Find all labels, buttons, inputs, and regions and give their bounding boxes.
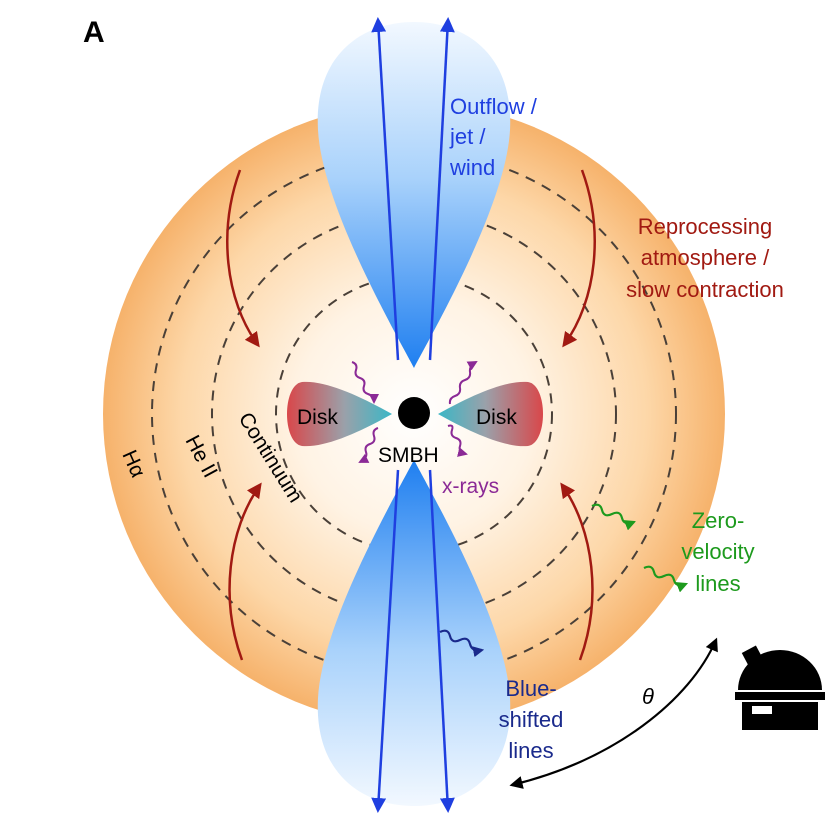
- accretion-disk-left: [287, 381, 392, 447]
- outflow-jet-bottom: [317, 460, 511, 806]
- viewing-angle-arc: [509, 637, 718, 789]
- zero-velocity-label-line-3: lines: [695, 571, 740, 596]
- blue-shifted-label-line-3: lines: [508, 738, 553, 763]
- blue-shifted-label-line-2: shifted: [499, 707, 564, 732]
- disk-label-left: Disk: [297, 406, 338, 429]
- zero-velocity-label-line-2: velocity: [681, 539, 754, 564]
- jet-arrow-top-right: [428, 17, 455, 361]
- zero-velocity-squiggle-lower: [643, 565, 689, 593]
- outflow-label-line-2: jet /: [449, 124, 486, 149]
- outflow-label-line-3: wind: [449, 155, 495, 180]
- contraction-arrow-top-left: [226, 169, 260, 348]
- reprocessing-label: Reprocessing atmosphere / slow contracti…: [626, 214, 784, 302]
- blue-shifted-squiggle: [439, 629, 485, 658]
- zero-velocity-label-line-1: Zero-: [692, 508, 745, 533]
- smbh-black-hole: [398, 397, 430, 429]
- observatory-dome-icon: [735, 645, 825, 730]
- disk-label-right: Disk: [476, 406, 517, 429]
- contraction-arrow-top-right: [562, 169, 596, 348]
- accretion-disk-right: [438, 381, 543, 447]
- outflow-jet-top: [317, 22, 511, 368]
- xray-squiggle-top-left: [351, 361, 379, 404]
- smbh-label: SMBH: [378, 444, 439, 467]
- jet-arrow-bottom-left: [371, 469, 400, 813]
- outflow-label-line-1: Outflow /: [450, 94, 538, 119]
- zero-velocity-label: Zero- velocity lines: [681, 508, 754, 596]
- theta-label: θ: [642, 684, 654, 709]
- reprocessing-label-line-3: slow contraction: [626, 277, 784, 302]
- h-alpha-photosphere-ring: [151, 151, 677, 677]
- blue-shifted-label: Blue- shifted lines: [499, 676, 564, 763]
- jet-arrow-top-left: [371, 17, 400, 361]
- blue-shifted-label-line-1: Blue-: [505, 676, 556, 701]
- zero-velocity-squiggle-upper: [591, 503, 637, 531]
- he-ii-photosphere-ring: [211, 211, 617, 617]
- xray-squiggle-bottom-right: [447, 424, 468, 457]
- xrays-label: x-rays: [442, 475, 499, 498]
- xray-squiggle-top-right: [448, 361, 478, 405]
- contraction-arrow-bottom-left: [228, 482, 262, 661]
- jet-arrow-bottom-right: [428, 469, 455, 813]
- reprocessing-label-line-2: atmosphere /: [641, 245, 770, 270]
- reprocessing-label-line-1: Reprocessing: [638, 214, 773, 239]
- outflow-label: Outflow / jet / wind: [449, 94, 538, 180]
- panel-label: A: [83, 16, 105, 49]
- xray-squiggle-bottom-left: [358, 427, 379, 463]
